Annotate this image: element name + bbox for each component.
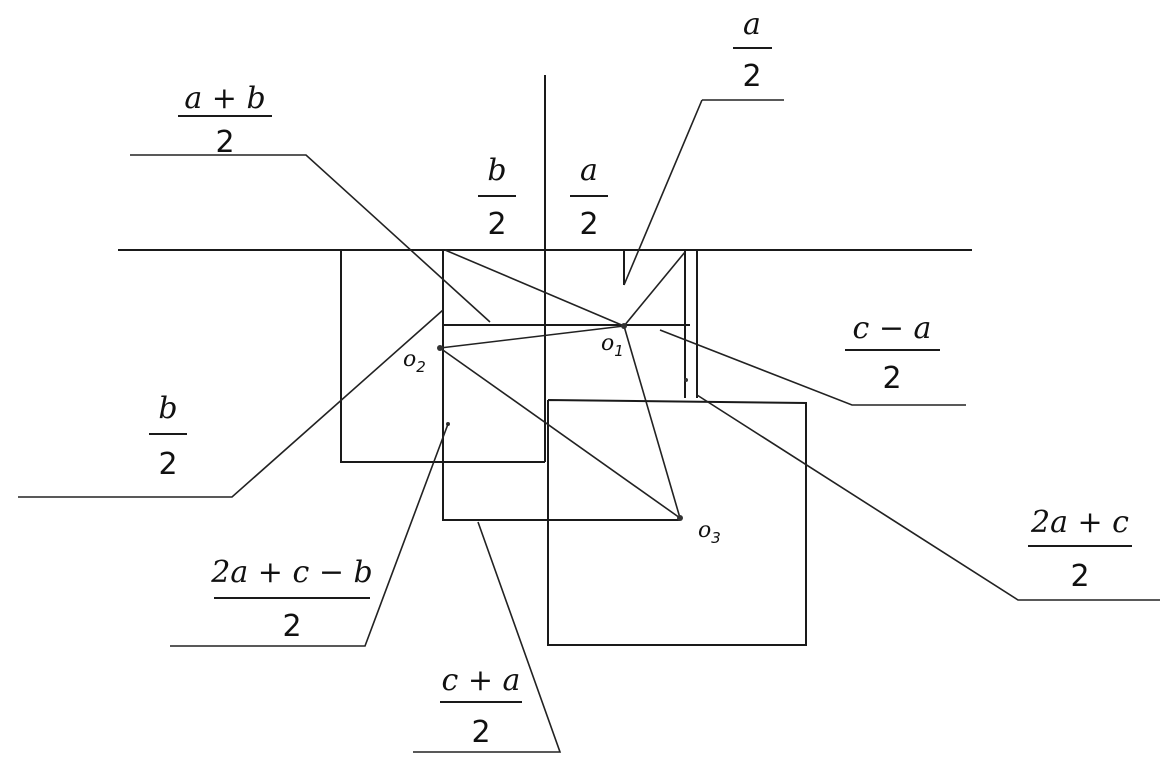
point-right-marker <box>684 378 688 382</box>
leader-c-plus-a <box>413 521 562 753</box>
label-o3: o3 <box>698 518 721 547</box>
label-o2: o2 <box>403 347 426 376</box>
numerator: a + b <box>184 81 265 116</box>
segment-o2-o1 <box>439 325 625 349</box>
leader-a-half-top <box>623 99 703 286</box>
leader-b-half-left <box>18 309 444 498</box>
left-square <box>340 250 545 463</box>
numerator: c − a <box>853 311 932 346</box>
fraction-b-over-2-left: b 2 <box>149 391 187 482</box>
denominator: 2 <box>487 207 506 242</box>
middle-square <box>442 250 680 521</box>
fraction-a-plus-b-over-2: a + b 2 <box>178 81 272 160</box>
numerator: b <box>487 153 506 188</box>
fraction-b-over-2-top: b 2 <box>478 153 516 242</box>
segment-corner-o1 <box>444 249 625 327</box>
segment-o2-o3 <box>439 347 681 519</box>
numerator: a <box>743 7 761 42</box>
fraction-2a-plus-c-over-2: 2a + c 2 <box>1028 505 1132 594</box>
point-o2 <box>437 345 443 351</box>
bottom-square <box>547 399 807 646</box>
leader-c-minus-a <box>659 329 966 406</box>
fraction-a-over-2-top: a 2 <box>733 7 772 94</box>
point-o3 <box>677 515 683 521</box>
label-o1: o1 <box>601 331 624 360</box>
denominator: 2 <box>158 447 177 482</box>
numerator: 2a + c − b <box>210 555 372 590</box>
numerator: c + a <box>442 663 521 698</box>
denominator: 2 <box>471 715 490 750</box>
fraction-c-plus-a-over-2: c + a 2 <box>440 663 522 750</box>
denominator: 2 <box>1070 559 1089 594</box>
denominator: 2 <box>215 125 234 160</box>
leader-a-plus-b <box>130 154 491 323</box>
leader-2a-plus-c-minus-b <box>170 423 449 647</box>
numerator: b <box>158 391 177 426</box>
fraction-2a-plus-c-minus-b-over-2: 2a + c − b 2 <box>210 555 372 644</box>
segment-o1-o3 <box>623 325 681 519</box>
segment-o1-corner-right <box>623 251 686 327</box>
denominator: 2 <box>282 609 301 644</box>
fraction-a-over-2-mid: a 2 <box>570 153 608 242</box>
numerator: 2a + c <box>1030 505 1129 540</box>
denominator: 2 <box>882 361 901 396</box>
denominator: 2 <box>579 207 598 242</box>
numerator: a <box>580 153 598 188</box>
denominator: 2 <box>742 59 761 94</box>
fraction-c-minus-a-over-2: c − a 2 <box>845 311 940 396</box>
leader-2a-plus-c <box>696 394 1160 601</box>
point-o1 <box>621 323 627 329</box>
